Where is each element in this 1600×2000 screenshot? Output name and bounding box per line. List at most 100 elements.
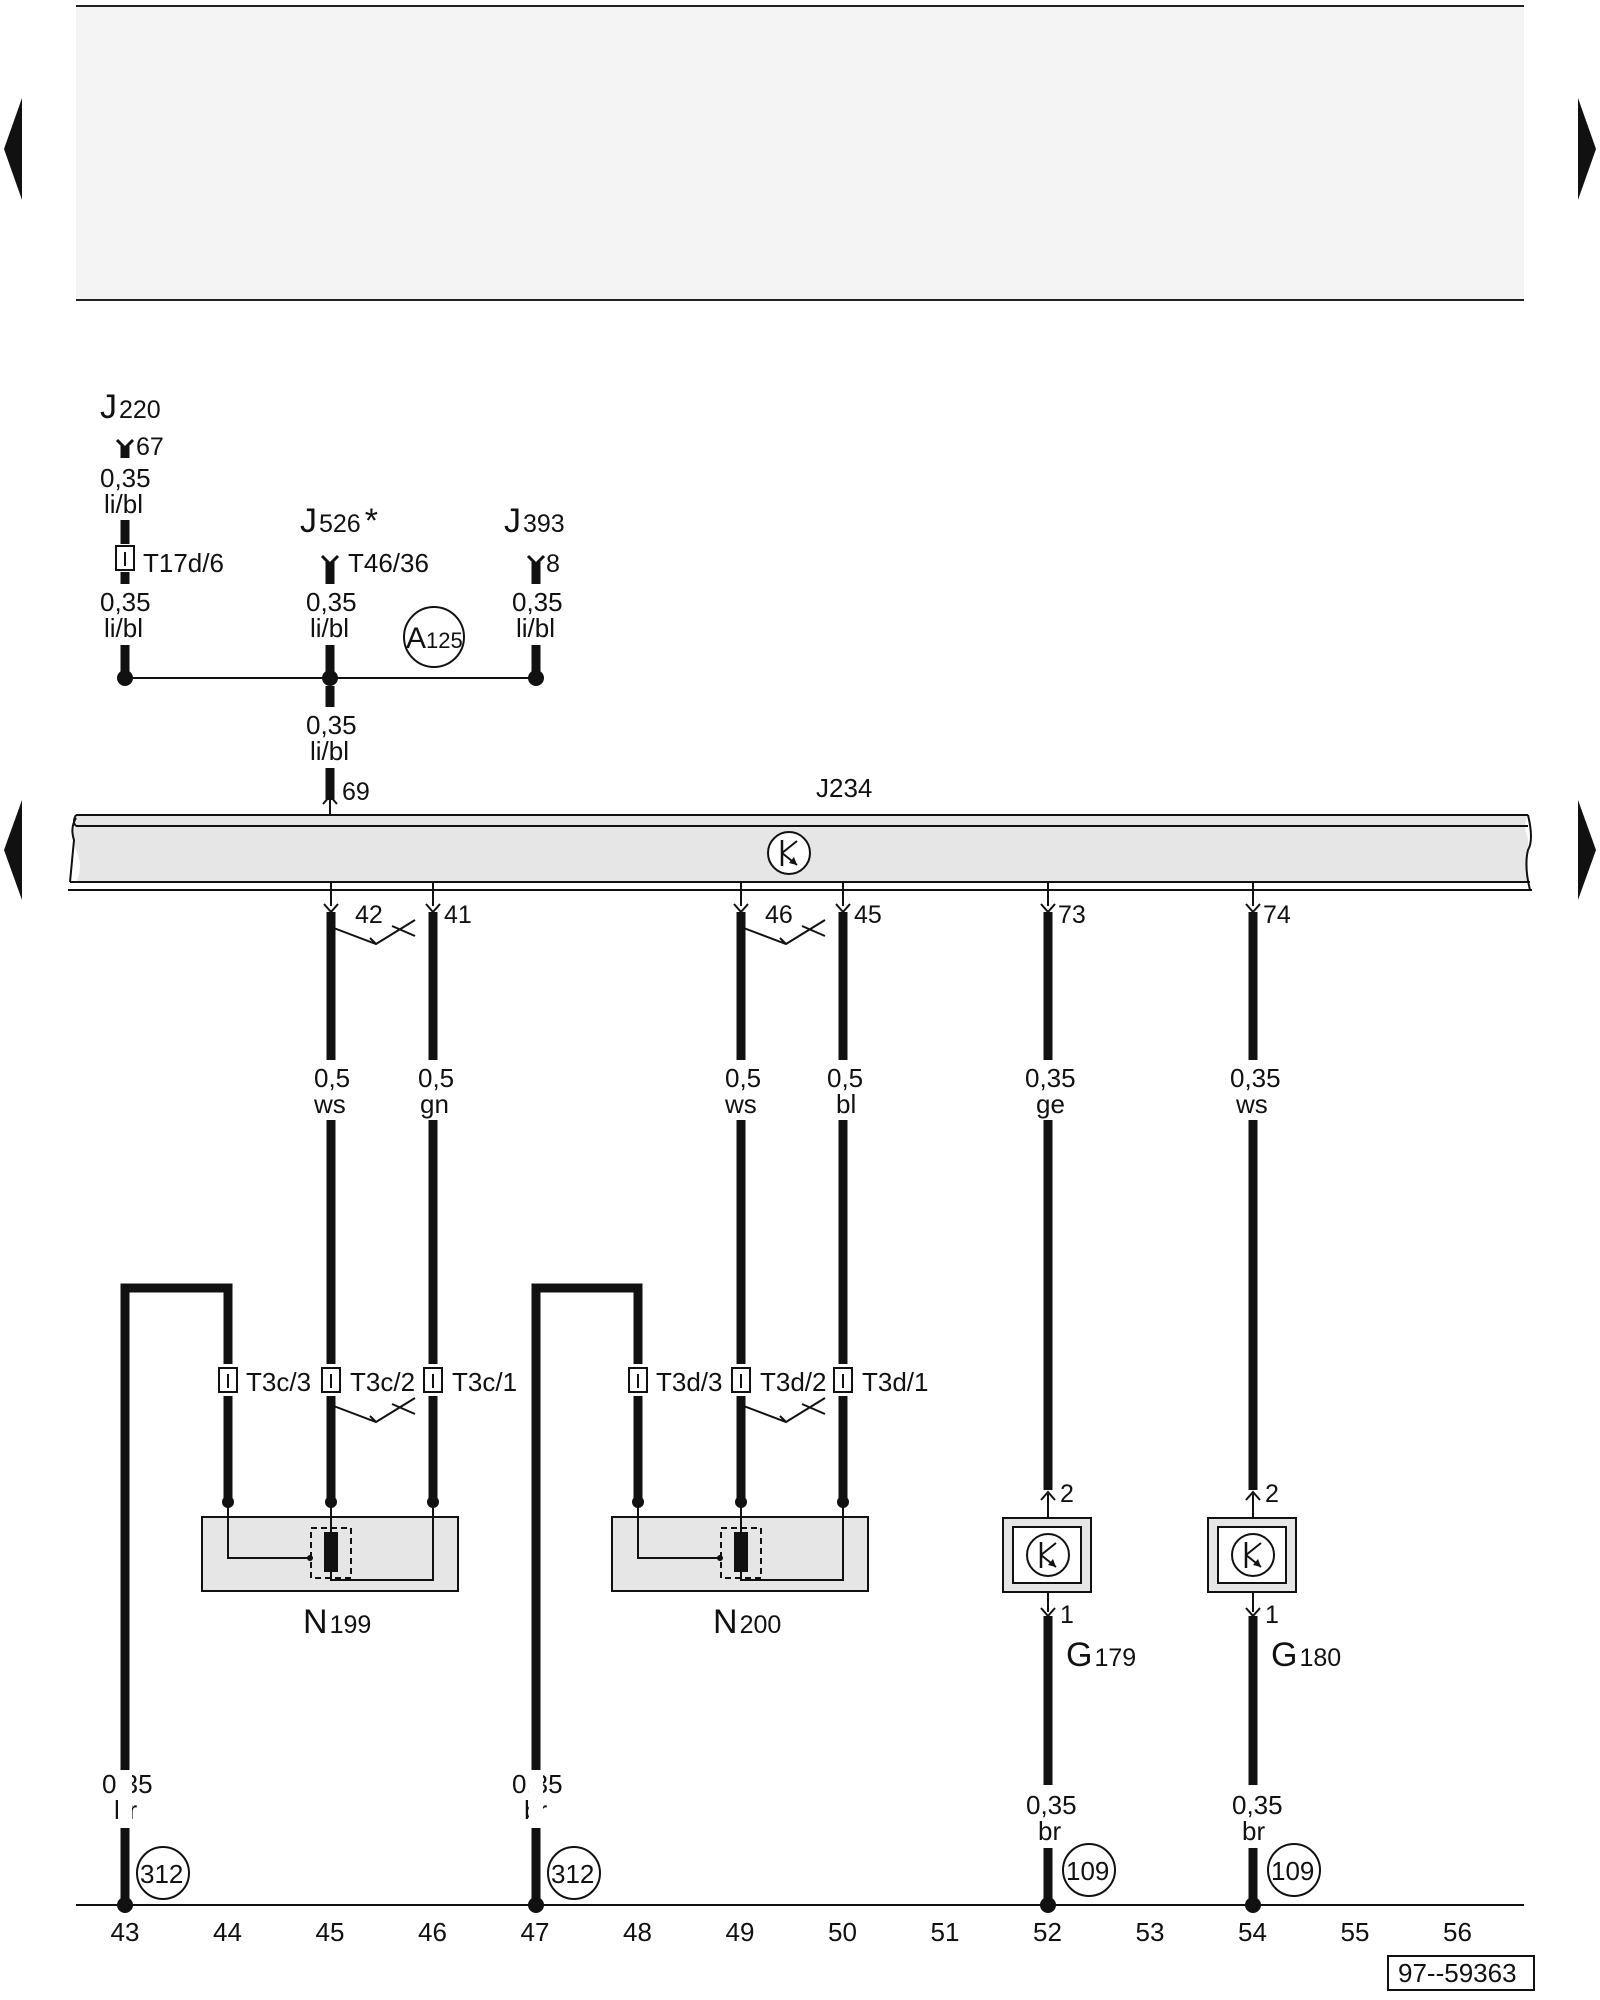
- component-n199: [201, 1502, 459, 1592]
- j234-label: J234: [816, 773, 872, 803]
- component-g179: [1002, 1517, 1092, 1593]
- splice-312-b: 312: [547, 1846, 601, 1900]
- wire-label-color: bl: [836, 1089, 856, 1119]
- track-number: 56: [1443, 1917, 1472, 1947]
- wire-label-size: 0,5: [725, 1063, 761, 1093]
- pin-g179-1: 1: [1060, 1601, 1074, 1629]
- pin-46: 46: [765, 901, 793, 929]
- pin-41: 41: [444, 901, 472, 929]
- component-j234: J234: [68, 773, 1532, 891]
- ground-junction-dot: [1040, 1897, 1056, 1913]
- transistor-icon: [1026, 1533, 1070, 1577]
- wire-label-color: ge: [1036, 1089, 1065, 1119]
- svg-text:J393: J393: [504, 502, 565, 540]
- wire-label-size: 0,35: [100, 463, 151, 493]
- wire-label-color: br: [1038, 1816, 1061, 1846]
- splice-109-a: 109: [1062, 1843, 1116, 1897]
- label-g179: G179: [1066, 1636, 1136, 1674]
- twisted-pair-icon: [740, 1397, 826, 1424]
- connector-label-t3c2: T3c/2: [350, 1367, 415, 1397]
- document-number-box: 97--59363: [1387, 1955, 1535, 1991]
- track-number: 44: [213, 1917, 242, 1947]
- wire-label-size: 0,35: [306, 710, 357, 740]
- pin-j220-67: 67: [136, 433, 164, 461]
- label-gap: [529, 1770, 543, 1828]
- wire-label-size: 0,35: [1026, 1790, 1077, 1820]
- pin-g180-1: 1: [1265, 1601, 1279, 1629]
- pin-g180-2: 2: [1265, 1480, 1279, 1508]
- connector-icon: [628, 1367, 648, 1393]
- ground-junction-dot: [117, 1897, 133, 1913]
- pin-arrow-icon: [1245, 1490, 1261, 1501]
- connector-icon: [321, 1367, 341, 1393]
- wire-label-color: ws: [1235, 1089, 1268, 1119]
- top-panel: [76, 6, 1524, 300]
- connector-label-t3c3: T3c/3: [246, 1367, 311, 1397]
- wire-label-color: gn: [420, 1089, 449, 1119]
- svg-text:109: 109: [1271, 1856, 1314, 1886]
- pin-74: 74: [1263, 901, 1291, 929]
- wire-label-color: li/bl: [310, 613, 349, 643]
- ground-wire-n199: [120, 1283, 233, 1905]
- ground-wire-n200: [531, 1283, 643, 1905]
- connector-icon: [423, 1367, 443, 1393]
- pin-j393-8: 8: [546, 550, 560, 578]
- ground-junction-dot: [1245, 1897, 1261, 1913]
- track-number: 55: [1341, 1917, 1370, 1947]
- svg-text:J526*: J526*: [300, 502, 378, 540]
- pin-arrow-icon: [322, 794, 338, 805]
- track-number: 53: [1136, 1917, 1165, 1947]
- connector-label-t4636: T46/36: [348, 548, 429, 578]
- wire-label-color: li/bl: [104, 489, 143, 519]
- connector-icon: [218, 1367, 238, 1393]
- document-number: 97--59363: [1398, 1958, 1517, 1988]
- ground-junction-dot: [528, 1897, 544, 1913]
- svg-text:312: 312: [140, 1859, 183, 1889]
- connector-icon: [731, 1367, 751, 1393]
- track-number: 54: [1238, 1917, 1267, 1947]
- track-number: 45: [316, 1917, 345, 1947]
- splice-a125: A125: [403, 606, 465, 668]
- pin-45: 45: [854, 901, 882, 929]
- track-number: 50: [828, 1917, 857, 1947]
- wire-label-size: 0,5: [418, 1063, 454, 1093]
- label-g180: G180: [1271, 1636, 1341, 1674]
- next-page-arrow-top[interactable]: [1578, 98, 1596, 200]
- wire-label-color: ws: [313, 1089, 346, 1119]
- pin-arrow-icon: [1040, 1490, 1056, 1501]
- wire-label-size: 0,5: [314, 1063, 350, 1093]
- twisted-pair-icon: [740, 919, 826, 946]
- prev-page-arrow-top[interactable]: [4, 98, 22, 200]
- wire-label-color: li/bl: [104, 613, 143, 643]
- component-g180: [1207, 1517, 1297, 1593]
- component-n200: [611, 1502, 869, 1592]
- connector-label-t17d6: T17d/6: [143, 548, 224, 578]
- track-number: 47: [521, 1917, 550, 1947]
- transistor-icon: [1231, 1533, 1275, 1577]
- transistor-icon: [767, 831, 811, 875]
- svg-text:109: 109: [1066, 1856, 1109, 1886]
- track-number: 43: [111, 1917, 140, 1947]
- wire-label-size: 0,35: [1230, 1063, 1281, 1093]
- next-page-arrow-middle[interactable]: [1578, 800, 1596, 900]
- twisted-pair-icon: [330, 1397, 416, 1424]
- pin-42: 42: [355, 901, 383, 929]
- connector-icon: [115, 545, 135, 571]
- pin-73: 73: [1058, 901, 1086, 929]
- track-number: 51: [931, 1917, 960, 1947]
- label-gap: [118, 1770, 132, 1828]
- wire-label-size: 0,35: [1232, 1790, 1283, 1820]
- component-j393: J393: [504, 502, 565, 540]
- twisted-pair-icon: [330, 919, 416, 946]
- splice-312-a: 312: [136, 1846, 190, 1900]
- splice-109-b: 109: [1267, 1843, 1321, 1897]
- connector-label-t3d2: T3d/2: [760, 1367, 827, 1397]
- label-n199: N199: [303, 1603, 371, 1641]
- wire-label-size: 0,35: [1025, 1063, 1076, 1093]
- prev-page-arrow-middle[interactable]: [4, 800, 22, 900]
- track-number: 48: [623, 1917, 652, 1947]
- wire-label-size: 0,35: [100, 587, 151, 617]
- wire-label-color: br: [1242, 1816, 1265, 1846]
- connector-label-t3d1: T3d/1: [862, 1367, 929, 1397]
